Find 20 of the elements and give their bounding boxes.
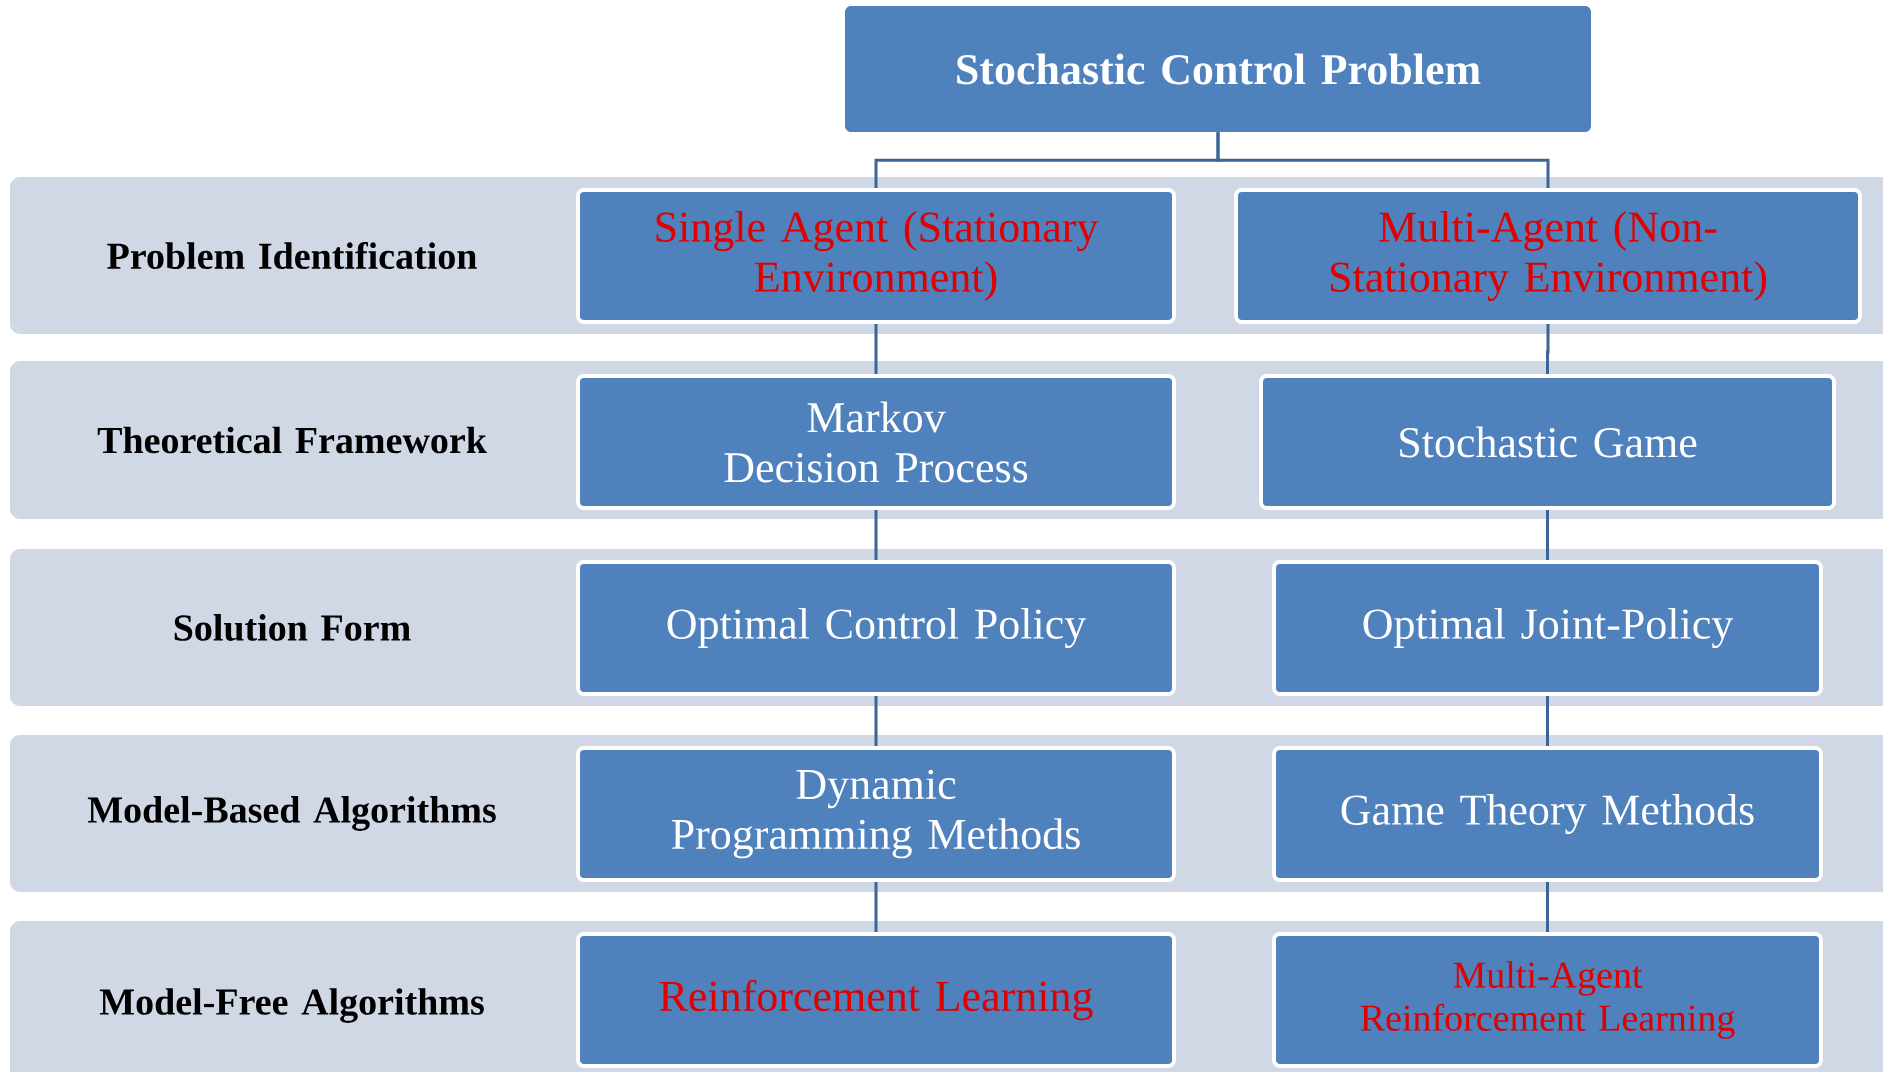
connector — [1546, 510, 1549, 560]
process-box: Multi-Agent (Non-Stationary Environment) — [1234, 188, 1862, 324]
process-box: Optimal Control Policy — [576, 560, 1176, 696]
process-box: Single Agent (Stationary Environment) — [576, 188, 1176, 324]
connector — [874, 510, 878, 560]
process-box: Reinforcement Learning — [576, 932, 1176, 1068]
connector — [1546, 324, 1550, 374]
process-box: Stochastic Game — [1259, 374, 1836, 510]
title-box: Stochastic Control Problem — [845, 6, 1591, 132]
process-box: Optimal Joint-Policy — [1272, 560, 1823, 696]
process-box: Game Theory Methods — [1272, 746, 1823, 882]
connector — [1216, 132, 1550, 188]
connector — [874, 882, 878, 932]
process-box: Dynamic Programming Methods — [576, 746, 1176, 882]
connector — [874, 324, 878, 374]
connector — [1546, 696, 1549, 746]
connector — [874, 696, 878, 746]
connector — [1546, 882, 1549, 932]
process-box: Multi-Agent Reinforcement Learning — [1272, 932, 1823, 1068]
process-box: Markov Decision Process — [576, 374, 1176, 510]
